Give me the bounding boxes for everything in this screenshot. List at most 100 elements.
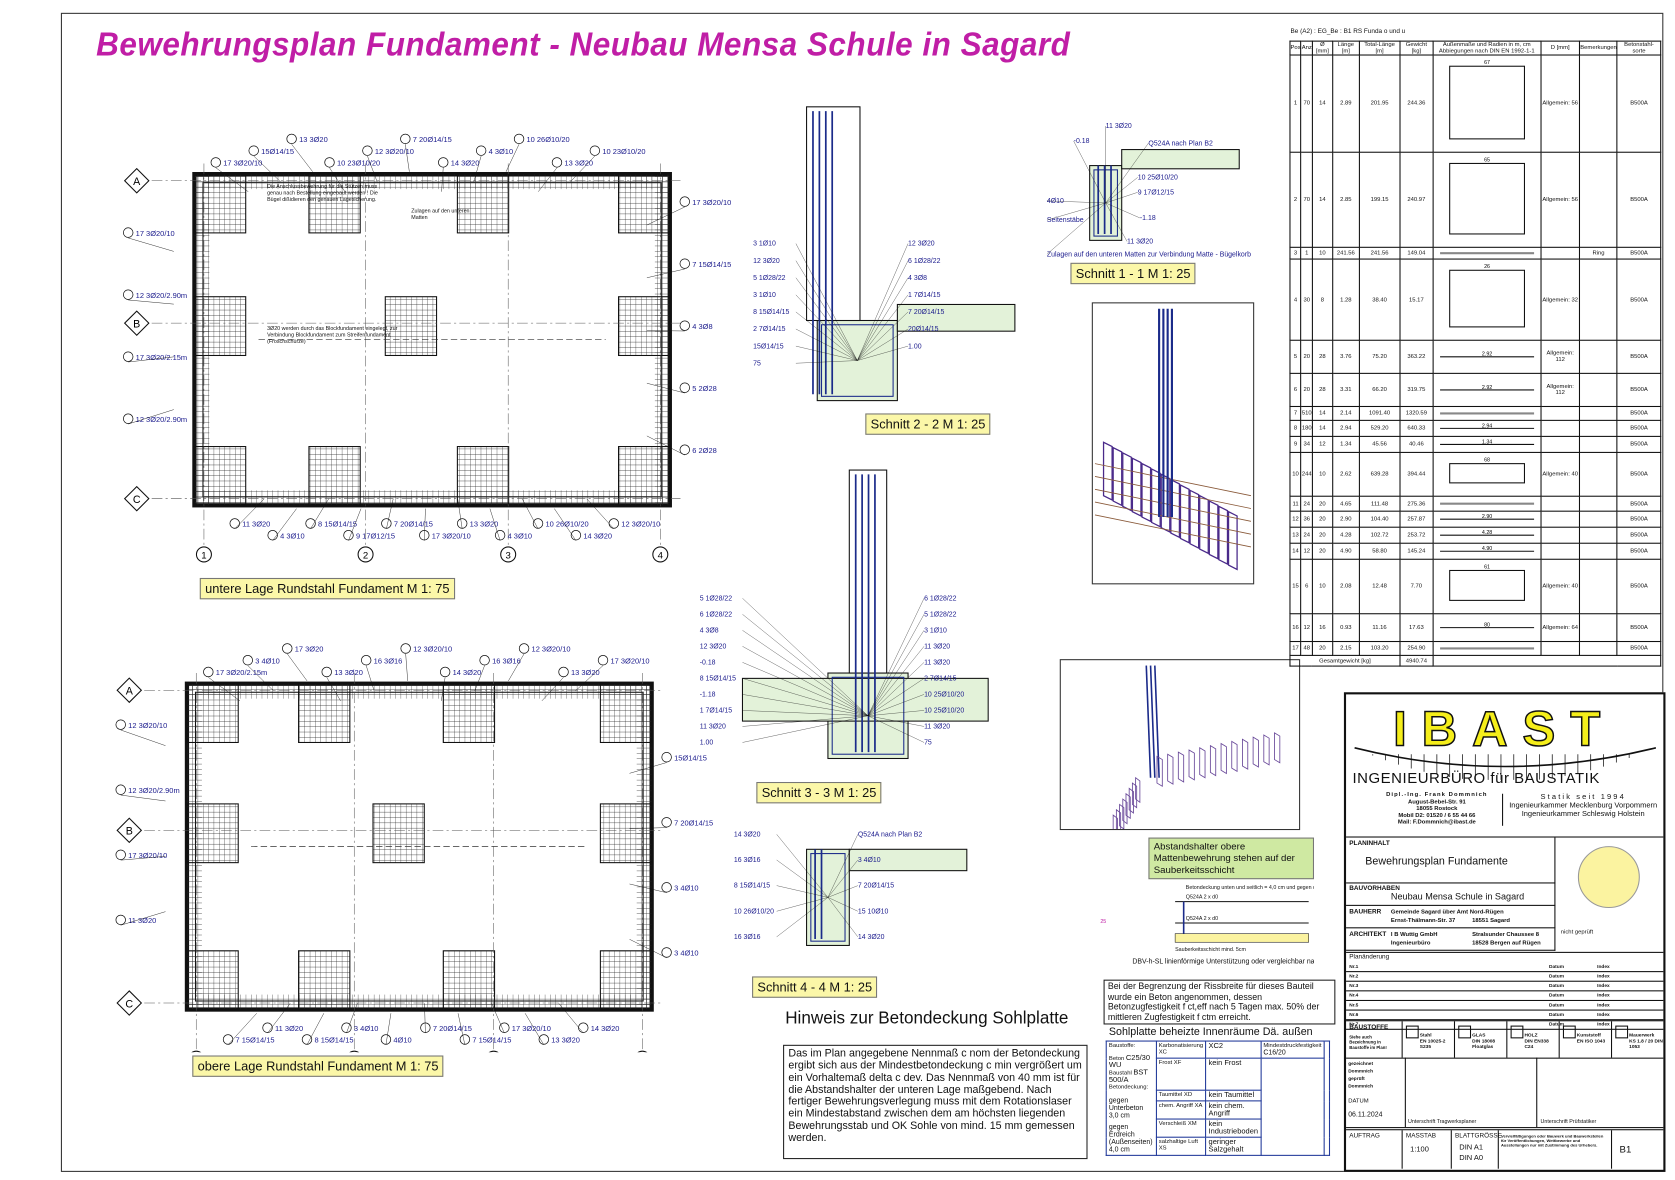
section-callout: 1.00 [908,343,922,350]
callout-leader [742,694,869,716]
schedule-cell-anz: 70 [1300,54,1313,153]
shape-dimension: 61 [1484,564,1490,570]
schedule-cell-total: 111.48 [1358,495,1401,512]
section-1-1-label: Schnitt 1 - 1 M 1: 25 [1070,262,1196,285]
schedule-header: Anz [1300,40,1313,56]
schedule-cell-d: 14 [1311,54,1333,153]
rebar-callout: 14 3Ø20 [438,157,479,192]
plan-change-date-label: Datum [1549,973,1565,979]
shape-dimension: 26 [1484,264,1490,270]
logo-subtitle: INGENIEURBÜRO für BAUSTATIK [1352,769,1600,787]
callout-leader [827,897,858,937]
callout-leader [629,762,667,774]
callout-leader [291,144,313,172]
callout-leader [405,144,410,172]
schedule-cell-anz: 36 [1300,510,1313,528]
position-circle [301,1034,313,1045]
section-callout: 11 3Ø20 [924,659,950,666]
bar-shape-cell: 80 [1432,613,1542,643]
callout-leader [867,598,925,716]
schedule-cell-remark [1579,542,1618,560]
rebar-callout: 7 20Ø14/15 [629,817,713,829]
schedule-cell-anz: 244 [1300,451,1313,497]
column-bar-3d [1145,665,1152,778]
schedule-cell-anz: 180 [1300,419,1313,437]
stamp-text: nicht geprüft [1560,929,1594,936]
longitudinal-bar-3d [1094,501,1252,535]
plan-change-date-label: Datum [1549,1021,1565,1027]
callout-leader [215,167,249,192]
slab-outline [848,848,968,872]
callout-leader [405,653,408,681]
schedule-cell-pos: 2 [1289,151,1302,248]
rebar-callout-text: 17 3Ø20/10 [223,159,262,168]
callout-leader [867,646,925,716]
drawing-title: Bewehrungsplan Fundament - Neubau Mensa … [96,25,1071,64]
schedule-cell-total: 201.95 [1358,54,1401,153]
min-strength-value: C16/20 [1263,1049,1286,1057]
rebar-callout: 10 23Ø10/20 [324,157,380,192]
schedule-cell-total: 66.20 [1358,372,1401,408]
schedule-cell-d: 10 [1311,246,1333,260]
slab-outline [1121,149,1240,170]
rebar-callout-text: 4 3Ø10 [508,531,533,540]
rebar-callout: 13 3Ø20 [524,1013,580,1045]
spacer-note: Abstandshalter obere Mattenbewehrung ste… [1148,837,1315,880]
schedule-header: Bemerkungen [1579,40,1618,56]
position-circle [558,666,569,678]
section-callout: Q524A nach Plan B2 [858,831,923,838]
stirrup-3d [1119,803,1125,830]
plan-changes-label: Planänderung [1349,953,1390,961]
callout-leader [306,1013,325,1045]
schedule-cell-total: 241.56 [1358,246,1401,260]
rebar-callout-text: 17 3Ø20/10 [128,851,167,860]
callout-leader [857,345,909,361]
rebar-callout: 12 3Ø20/10 [508,643,571,682]
schedule-cell-anz: 24 [1300,495,1313,512]
callout-leader [1046,200,1106,204]
exposure-value: kein Industrieboden [1205,1118,1262,1139]
rebar-callout: 3 4Ø10 [341,1003,378,1034]
schedule-cell-pos: 15 [1289,558,1302,615]
plan-note: 3Ø20 werden durch das Blockfundament ein… [267,325,398,346]
stirrup-3d [1188,749,1195,781]
plan-note: Zulagen auf den unteren Matten [411,208,470,222]
section-callout: 11 3Ø20 [924,643,950,650]
schedule-cell-anz: 12 [1300,542,1313,560]
axis-marker-B: B [116,817,143,844]
callout-leader [128,299,174,305]
position-circle [578,1022,589,1033]
callout-leader [287,653,308,682]
stirrup-3d [1218,505,1229,566]
callout-leader [629,883,667,893]
schedule-total-empty [1432,654,1662,667]
schedule-total-value: 4940.74 [1399,654,1434,667]
shape-dimension: 2.92 [1482,385,1492,391]
axis-diamond [123,167,150,194]
callout-leader [1105,177,1138,204]
spacer-detail-text: Q524A 2 x d0 [1186,916,1218,922]
section-callout: -1.18 [1140,215,1156,222]
callout-leader [867,715,925,727]
drawn-by-value: Dommnich [1348,1068,1374,1074]
callout-leader [795,260,858,361]
schedule-cell-grade: B500A [1616,405,1662,421]
rebar-callout: 7 15Ø14/15 [457,1013,511,1045]
schedule-cell-pos: 14 [1289,542,1302,560]
callout-leader [857,328,909,361]
schedule-cell-pos: 17 [1289,640,1302,656]
rebar-callout-text: 17 3Ø20/10 [136,229,175,238]
position-circle [589,145,601,156]
schedule-cell-remark [1579,510,1618,528]
schedule-cell-grade: B500A [1616,151,1662,248]
rebar-callout: 17 3Ø20/10 [491,1003,551,1034]
rebar-callout-text: 17 3Ø20/10 [610,656,649,665]
callout-leader [646,268,685,278]
plan-lower-label: untere Lage Rundstahl Fundament M 1: 75 [199,577,455,600]
schedule-cell-total: 11.16 [1358,613,1401,643]
